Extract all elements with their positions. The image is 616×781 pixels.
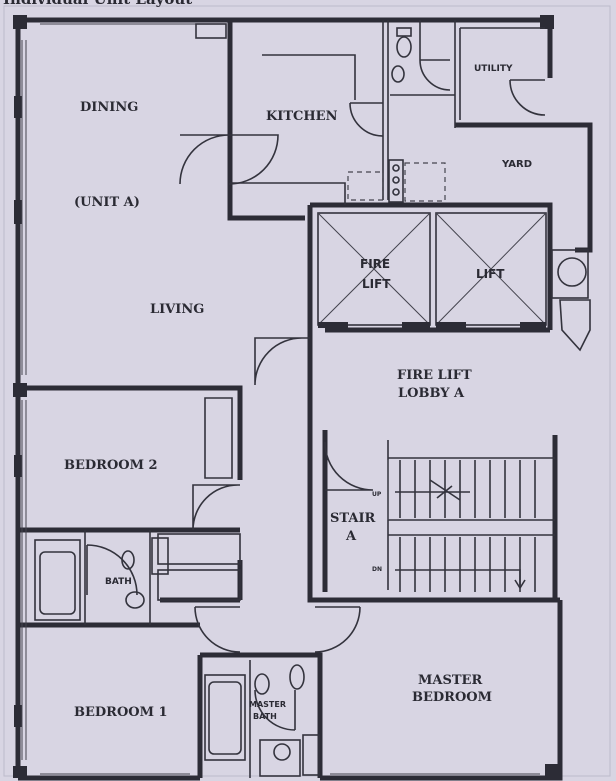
outer-walls bbox=[15, 17, 593, 781]
master-bath-label-1: MASTER bbox=[249, 700, 286, 709]
living-label: LIVING bbox=[150, 302, 204, 317]
basin-icon bbox=[125, 591, 145, 609]
window-lines bbox=[21, 23, 540, 775]
kitchen-area bbox=[179, 20, 446, 205]
stair bbox=[324, 440, 555, 592]
lift-shafts bbox=[317, 212, 547, 328]
header-title: Individual Unit Layout bbox=[3, 0, 192, 8]
master-bedroom-label-2: BEDROOM bbox=[412, 690, 492, 705]
stair-label-2: A bbox=[345, 529, 357, 544]
unit-label: (UNIT A) bbox=[74, 195, 140, 210]
stair-up-label: UP bbox=[372, 491, 382, 498]
master-door bbox=[314, 606, 361, 653]
bedroom1-label: BEDROOM 1 bbox=[74, 705, 168, 720]
refuse-chute bbox=[551, 249, 591, 352]
bedroom1-door bbox=[194, 606, 241, 653]
fire-lift-label-2: LIFT bbox=[362, 277, 391, 291]
stair-dn-label: DN bbox=[372, 566, 382, 573]
columns bbox=[13, 15, 559, 778]
wardrobe bbox=[204, 397, 233, 479]
fire-lift-label-1: FIRE bbox=[360, 257, 390, 271]
bedroom2-door bbox=[192, 484, 240, 531]
utility-label: UTILITY bbox=[474, 64, 513, 74]
master-bedroom-label-1: MASTER bbox=[418, 673, 482, 688]
master-bath-area bbox=[204, 660, 320, 778]
bath-area bbox=[34, 530, 241, 625]
yard-label: YARD bbox=[501, 159, 532, 170]
master-bath-label-2: BATH bbox=[253, 712, 277, 721]
toilet-icon bbox=[396, 27, 412, 58]
dining-label: DINING bbox=[80, 100, 138, 115]
bedroom2-label: BEDROOM 2 bbox=[64, 458, 158, 473]
lift-label: LIFT bbox=[476, 267, 505, 281]
bath-label: BATH bbox=[105, 577, 132, 587]
basin-icon bbox=[391, 65, 405, 83]
toilet-icon bbox=[254, 673, 270, 695]
sink-icon bbox=[388, 159, 404, 203]
top-wc bbox=[390, 20, 546, 128]
lobby-label-2: LOBBY A bbox=[398, 386, 465, 401]
main-door bbox=[254, 337, 310, 386]
kitchen-label: KITCHEN bbox=[266, 109, 338, 124]
lobby-label-1: FIRE LIFT bbox=[397, 368, 472, 383]
stair-label-1: STAIR bbox=[330, 511, 376, 526]
basin-icon bbox=[273, 743, 291, 761]
basin-icon bbox=[289, 664, 305, 690]
